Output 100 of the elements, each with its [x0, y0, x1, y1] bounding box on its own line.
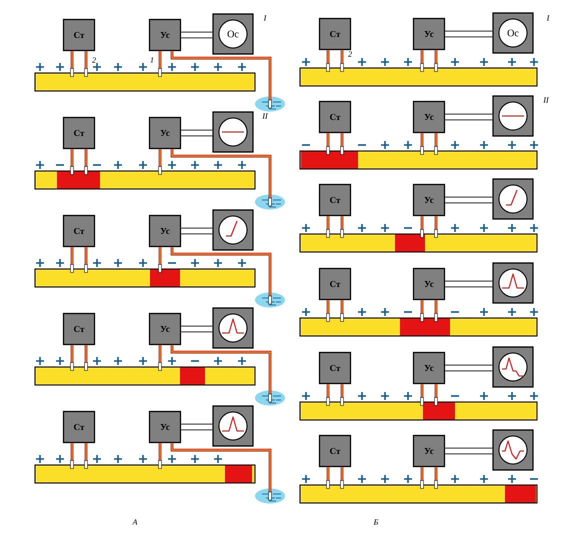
- stage-numeral: I: [264, 15, 267, 21]
- electrode-wire: [84, 442, 88, 469]
- electrode-number: 2: [348, 51, 352, 57]
- electrode-wire: [340, 384, 344, 406]
- cable: [445, 364, 492, 372]
- nerve-fiber: [300, 318, 538, 336]
- oscilloscope: [492, 346, 534, 388]
- cable: [445, 114, 492, 120]
- nerve-fiber: [34, 366, 256, 386]
- electrode-wire: [420, 384, 424, 406]
- electrode-wire: [340, 216, 344, 238]
- electrode-wire: [434, 300, 438, 322]
- nerve-fiber: [300, 484, 538, 504]
- oscilloscope: [492, 95, 534, 137]
- nerve-fiber: [300, 234, 538, 252]
- oscilloscope: Ос: [492, 12, 534, 54]
- electrode-wire: [326, 300, 330, 322]
- electrode-wire: [340, 132, 344, 155]
- electrode-wire: [340, 50, 344, 72]
- electrode-wire: [84, 246, 88, 273]
- water-puddle: [255, 390, 285, 406]
- panel-letter: Б: [374, 519, 378, 525]
- amplifier-box: Ус: [412, 268, 446, 300]
- stage-numeral: II: [262, 113, 268, 119]
- cable: [181, 228, 212, 234]
- nerve-fiber: [34, 72, 256, 92]
- cable: [445, 448, 492, 454]
- stage-numeral: I: [546, 15, 550, 21]
- electrode-wire: [170, 148, 272, 206]
- cable: [181, 32, 212, 38]
- electrode-wire: [420, 216, 424, 238]
- amplifier-box: Ус: [412, 18, 446, 50]
- electrode-wire: [326, 384, 330, 406]
- nerve-fiber: [34, 170, 256, 190]
- cable: [181, 326, 212, 332]
- electrode-wire: [84, 344, 88, 371]
- stimulator-box: Ст: [318, 268, 352, 300]
- cable: [181, 424, 212, 430]
- electrode-wire: [170, 246, 272, 304]
- electrode-wire: [326, 50, 330, 72]
- amplifier-box: Ус: [412, 352, 446, 384]
- stimulator-box: Ст: [318, 18, 352, 50]
- electrode-wire: [434, 466, 438, 489]
- stage-numeral: II: [543, 97, 549, 103]
- amplifier-box: Ус: [148, 18, 182, 52]
- water-puddle: [255, 488, 285, 504]
- electrode-wire: [340, 466, 344, 489]
- electrode-wire: [158, 442, 162, 469]
- amplifier-box: Ус: [412, 100, 446, 134]
- amplifier-box: Ус: [412, 434, 446, 468]
- electrode-wire: [434, 50, 438, 72]
- oscilloscope: [212, 307, 254, 349]
- amplifier-box: Ус: [148, 410, 182, 444]
- electrode-wire: [158, 344, 162, 371]
- amplifier-box: Ус: [148, 116, 182, 150]
- electrode-wire: [434, 384, 438, 406]
- electrode-wire: [158, 246, 162, 273]
- amplifier-box: Ус: [412, 184, 446, 216]
- stimulator-box: Ст: [62, 214, 96, 248]
- electrode-wire: [420, 50, 424, 72]
- electrode-wire: [84, 50, 88, 77]
- stimulator-box: Ст: [62, 410, 96, 444]
- electrode-wire: [70, 246, 74, 273]
- electrode-wire: [326, 132, 330, 155]
- oscilloscope: [492, 262, 534, 304]
- amplifier-box: Ус: [148, 312, 182, 346]
- electrode-wire: [170, 442, 272, 500]
- electrode-wire: [70, 344, 74, 371]
- electrode-wire: [326, 216, 330, 238]
- nerve-fiber: [300, 68, 538, 86]
- stimulator-box: Ст: [62, 312, 96, 346]
- electrode-wire: [158, 148, 162, 175]
- electrode-wire: [70, 442, 74, 469]
- cable: [181, 130, 212, 136]
- electrode-wire: [170, 50, 272, 108]
- electrode-wire: [434, 132, 438, 155]
- nerve-fiber: [300, 150, 538, 170]
- electrode-wire: [326, 466, 330, 489]
- oscilloscope: [212, 209, 254, 251]
- panel-letter: А: [132, 519, 138, 525]
- cable: [445, 30, 492, 38]
- amplifier-box: Ус: [148, 214, 182, 248]
- stimulator-box: Ст: [318, 184, 352, 216]
- electrode-wire: [170, 344, 272, 402]
- stimulator-box: Ст: [318, 100, 352, 134]
- electrode-wire: [420, 466, 424, 489]
- oscilloscope: Ос: [212, 13, 254, 55]
- electrode-wire: [70, 148, 74, 175]
- oscilloscope: [212, 405, 254, 447]
- cable: [445, 196, 492, 204]
- electrode-wire: [340, 300, 344, 322]
- oscilloscope: [212, 111, 254, 153]
- nerve-fiber: [300, 402, 538, 420]
- electrode-wire: [84, 148, 88, 175]
- stimulator-box: Ст: [62, 116, 96, 150]
- electrode-wire: [420, 300, 424, 322]
- stimulator-box: Ст: [62, 18, 96, 52]
- electrode-wire: [434, 216, 438, 238]
- cable: [445, 280, 492, 288]
- oscilloscope: [492, 429, 534, 471]
